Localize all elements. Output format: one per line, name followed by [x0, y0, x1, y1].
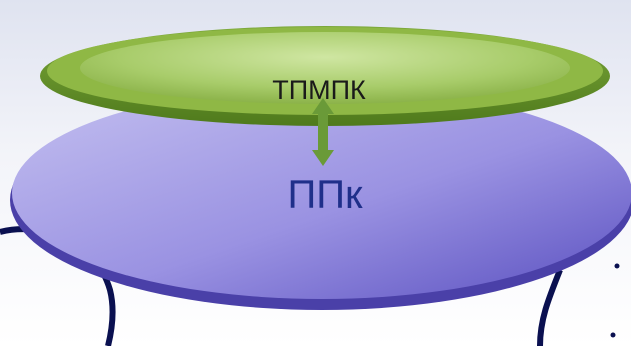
top-label: ТПМПК: [272, 75, 366, 105]
bottom-label: ППк: [288, 173, 364, 217]
bottom-ellipse: [12, 87, 631, 299]
bullet-dot: [614, 263, 620, 269]
top-disc-face: [80, 32, 570, 104]
right-decorative-curve: [537, 268, 563, 346]
double-arrow-icon: [312, 98, 334, 166]
bullet-dot: [610, 332, 616, 338]
